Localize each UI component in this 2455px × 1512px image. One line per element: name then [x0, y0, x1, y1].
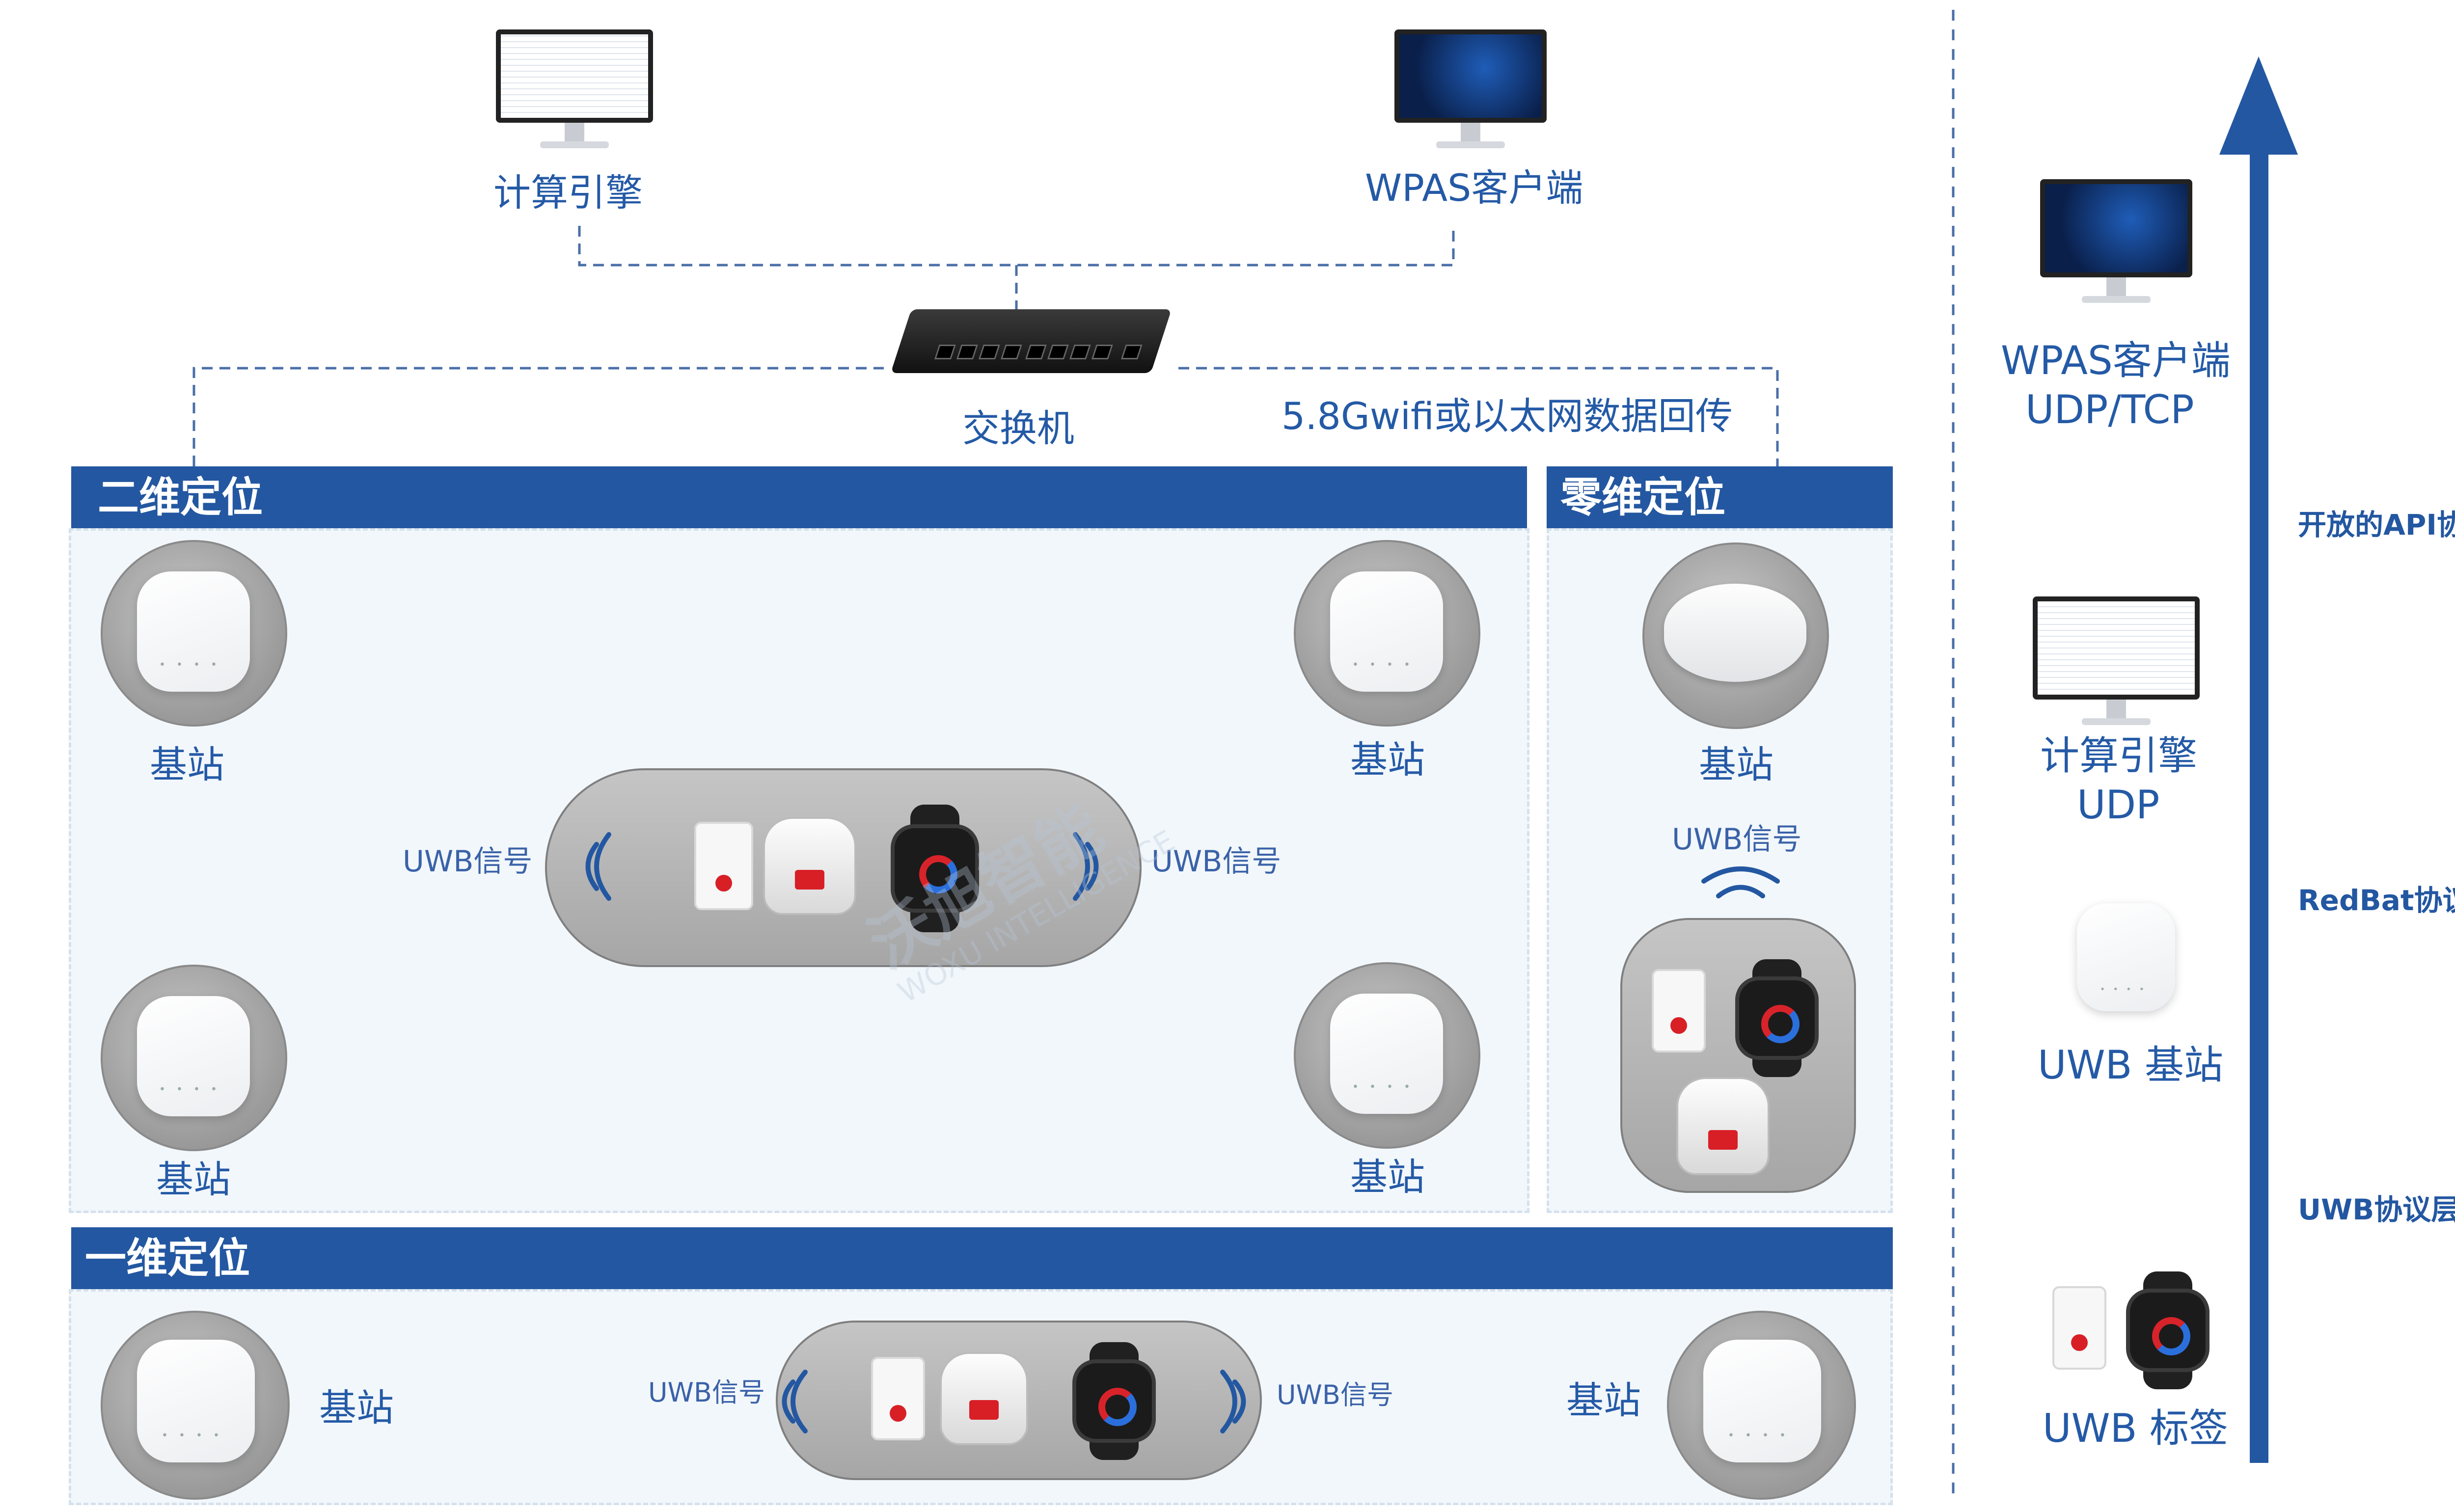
anchor-circle-1d-left: •••• — [101, 1311, 290, 1500]
up-arrow-icon — [2219, 56, 2298, 155]
base-station-label: 基站 — [150, 743, 224, 786]
uwb-signal-label: UWB信号 — [1672, 822, 1802, 857]
bracelet-tag-icon — [940, 1352, 1028, 1445]
anchor-circle-0d — [1642, 542, 1829, 729]
anchor-circle-bottom-right: •••• — [1294, 962, 1480, 1149]
client-label: WPAS客户端 — [1365, 166, 1583, 210]
engine-monitor-icon — [496, 29, 653, 148]
anchor-device-icon: •••• — [137, 571, 250, 692]
anchor-device-icon: •••• — [137, 996, 250, 1116]
signal-wave-icon — [1073, 832, 1099, 901]
base-station-label: 基站 — [1699, 743, 1773, 786]
base-station-label: 基站 — [1350, 1155, 1425, 1199]
stack-client-monitor-icon — [2040, 179, 2192, 303]
card-tag-icon — [1652, 969, 1706, 1053]
base-station-label: 基站 — [156, 1158, 231, 1201]
card-tag-icon — [694, 822, 753, 910]
stack-engine-label: 计算引擎 — [2040, 733, 2197, 779]
stack-anchor-label: UWB 基站 — [2038, 1042, 2223, 1088]
tags-pill-1d — [776, 1321, 1262, 1480]
section-2d-header: 二维定位 — [71, 466, 1527, 528]
section-0d-header: 零维定位 — [1547, 466, 1893, 528]
layer-redbat-label: RedBat协议层 — [2298, 884, 2455, 917]
backhaul-label: 5.8Gwifi或以太网数据回传 — [1282, 394, 1733, 438]
section-1d-title: 一维定位 — [85, 1234, 250, 1282]
signal-wave-icon — [1220, 1370, 1246, 1433]
anchor-circle-1d-right: •••• — [1667, 1311, 1856, 1500]
anchor-device-icon: •••• — [1330, 571, 1443, 692]
section-0d-title: 零维定位 — [1560, 473, 1726, 521]
engine-label: 计算引擎 — [493, 171, 643, 215]
stack-tag-label: UWB 标签 — [2043, 1405, 2228, 1451]
signal-wave-icon — [585, 832, 611, 901]
protocol-arrow-shaft — [2250, 147, 2268, 1463]
switch-label: 交换机 — [962, 406, 1074, 450]
layer-uwb-label: UWB协议层 — [2298, 1193, 2455, 1226]
anchor-circle-top-right: •••• — [1294, 540, 1480, 727]
base-station-label: 基站 — [1566, 1378, 1641, 1422]
network-switch-icon — [890, 309, 1172, 373]
tags-pill-2d — [545, 768, 1142, 967]
section-2d-title: 二维定位 — [98, 473, 263, 521]
smartwatch-tag-icon — [1725, 959, 1828, 1077]
base-station-label: 基站 — [1350, 738, 1425, 782]
tags-pill-0d — [1620, 918, 1856, 1193]
stack-engine-proto: UDP — [2077, 782, 2160, 828]
stack-card-tag-icon — [2052, 1286, 2106, 1370]
anchor-device-icon: •••• — [137, 1340, 255, 1462]
anchor-circle-top-left: •••• — [101, 540, 287, 727]
stack-client-label: WPAS客户端 — [2001, 338, 2231, 383]
stack-smartwatch-icon — [2116, 1271, 2219, 1389]
stack-anchor-device-icon: •••• — [2077, 903, 2175, 1011]
layer-api-label: 开放的API协议 — [2298, 508, 2455, 541]
anchor-device-icon: •••• — [1703, 1340, 1821, 1462]
bracelet-tag-icon — [763, 817, 856, 915]
stack-client-proto: UDP/TCP — [2025, 387, 2194, 432]
smartwatch-tag-icon — [1063, 1342, 1166, 1460]
bracelet-tag-icon — [1676, 1077, 1770, 1175]
base-station-label: 基站 — [319, 1386, 394, 1430]
uwb-signal-label: UWB信号 — [1277, 1379, 1393, 1410]
signal-wave-icon — [1701, 866, 1780, 898]
section-1d-header: 一维定位 — [71, 1227, 1893, 1289]
client-monitor-icon — [1394, 29, 1547, 148]
anchor-circle-bottom-left: •••• — [101, 965, 287, 1151]
uwb-signal-label: UWB信号 — [1151, 844, 1282, 879]
anchor-device-icon: •••• — [1330, 994, 1443, 1114]
signal-wave-icon — [782, 1370, 808, 1433]
stack-engine-monitor-icon — [2033, 596, 2200, 725]
smartwatch-tag-icon — [881, 805, 989, 932]
round-anchor-device-icon — [1664, 584, 1806, 682]
card-tag-icon — [871, 1357, 925, 1440]
uwb-signal-label: UWB信号 — [648, 1377, 765, 1408]
uwb-signal-label: UWB信号 — [403, 844, 533, 879]
